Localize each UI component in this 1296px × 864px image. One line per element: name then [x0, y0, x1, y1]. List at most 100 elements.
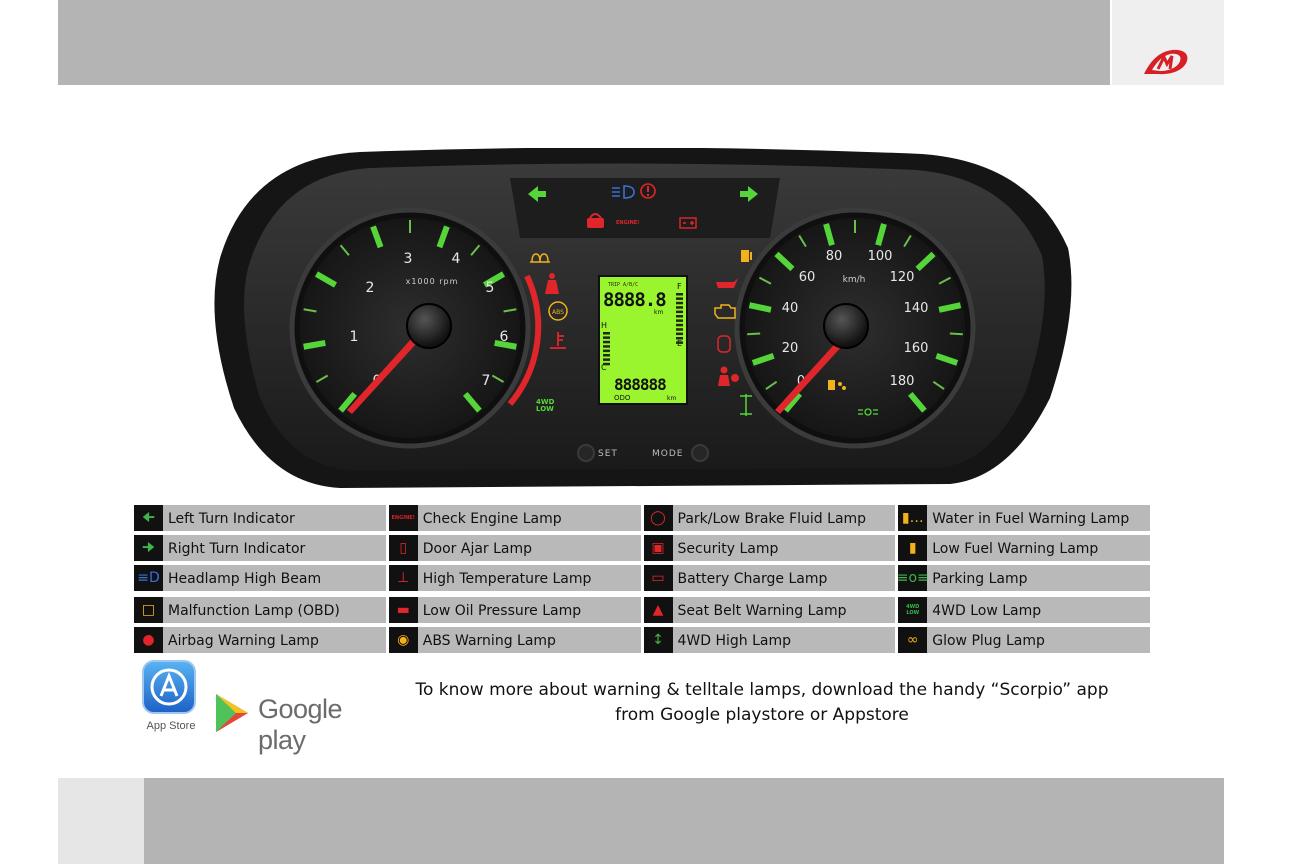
- tach-tick: [303, 339, 326, 350]
- speed-number-120: 120: [890, 270, 915, 285]
- speed-hub: [823, 303, 869, 349]
- lcd-bar-segment: [676, 315, 683, 318]
- lcd-bar-segment: [603, 354, 610, 357]
- lcd-odo-label: ODO: [614, 394, 631, 402]
- high-beam-icon: ≡D: [134, 565, 163, 591]
- legend-item: ▭Battery Charge Lamp: [643, 565, 896, 591]
- legend-row: 🠈 Left Turn Indicator ENGINE!Check Engine…: [134, 505, 1150, 531]
- speed-tick: [783, 391, 803, 413]
- legend-item: ENGINE!Check Engine Lamp: [388, 505, 641, 531]
- tach-number-7: 7: [482, 373, 491, 389]
- app-store-icon: [142, 660, 196, 714]
- water-in-fuel-telltale-icon: [828, 380, 846, 390]
- lcd-bar-segment: [603, 336, 610, 339]
- lcd-bar-segment: [676, 328, 683, 331]
- lcd-trip-label: TRIP A/B/C: [608, 282, 638, 288]
- oil-pressure-telltale-icon: [716, 278, 738, 288]
- legend-item: ↕4WD High Lamp: [643, 627, 896, 653]
- speed-tick: [765, 380, 778, 390]
- speed-tick: [932, 380, 945, 390]
- legend-row: □Malfunction Lamp (OBD) ▬Low Oil Pressur…: [134, 597, 1150, 623]
- legend-item: 🠈 Left Turn Indicator: [134, 505, 386, 531]
- set-label: SET: [598, 449, 618, 459]
- legend-item: ▲Seat Belt Warning Lamp: [643, 597, 896, 623]
- 4wd-high-icon: ↕: [643, 627, 673, 653]
- brake-telltale-icon: [640, 183, 656, 199]
- mahindra-logo-icon: [1144, 49, 1188, 75]
- set-button[interactable]: [577, 444, 595, 462]
- abs-telltale-icon: ABS: [548, 301, 568, 321]
- lcd-odo-unit: km: [667, 395, 676, 402]
- lcd-bar-segment: [676, 332, 683, 336]
- speed-tick: [949, 332, 963, 336]
- lcd-temp-bars: [603, 332, 610, 366]
- tach-needle: [347, 338, 416, 414]
- telltale-legend: 🠈 Left Turn Indicator ENGINE!Check Engine…: [134, 505, 1150, 657]
- speed-tick: [751, 353, 775, 366]
- google-play-icon: [216, 694, 248, 732]
- speed-number-140: 140: [904, 301, 929, 316]
- legend-item: ●Airbag Warning Lamp: [134, 627, 386, 653]
- legend-row: 🠊Right Turn Indicator ▯Door Ajar Lamp ▣S…: [134, 535, 1150, 561]
- instrument-cluster: 0 1 2 3 4 5 6 7 x1000 rpm 0 20 40 60 80 …: [214, 148, 1072, 488]
- door-ajar-icon: ▯: [388, 535, 418, 561]
- glow-plug-icon: ∞: [898, 627, 928, 653]
- tach-tick: [491, 374, 505, 383]
- speed-number-80: 80: [826, 249, 843, 264]
- water-fuel-icon: ▮…: [898, 505, 928, 531]
- legend-label: Water in Fuel Warning Lamp: [932, 511, 1130, 527]
- tach-tick: [339, 244, 350, 256]
- legend-label: Low Fuel Warning Lamp: [932, 541, 1099, 557]
- speed-tick: [748, 302, 772, 313]
- legend-label: Check Engine Lamp: [422, 511, 562, 527]
- tach-number-3: 3: [404, 251, 413, 267]
- info-text-line1: To know more about warning & telltale la…: [415, 680, 1109, 700]
- speed-tick: [935, 353, 959, 366]
- tach-tick: [470, 244, 481, 256]
- tach-tick: [314, 271, 338, 288]
- tach-number-4: 4: [452, 251, 461, 267]
- logo-box: [1112, 0, 1224, 85]
- google-play-label: Google play: [258, 694, 343, 755]
- legend-label: Left Turn Indicator: [168, 511, 295, 527]
- tach-hub: [406, 303, 452, 349]
- speed-tick: [774, 251, 795, 272]
- speed-number-40: 40: [782, 301, 799, 316]
- app-store-badge[interactable]: App Store: [142, 660, 200, 740]
- airbag-icon: ●: [134, 627, 163, 653]
- temperature-icon: ⊥: [388, 565, 418, 591]
- speed-needle: [775, 338, 844, 414]
- legend-label: 4WD Low Lamp: [932, 603, 1042, 619]
- fuel-pump-icon: ▮: [898, 535, 928, 561]
- legend-label: Low Oil Pressure Lamp: [422, 603, 582, 619]
- mode-button[interactable]: [691, 444, 709, 462]
- tach-ticks: [303, 220, 517, 413]
- footer-band: [144, 778, 1224, 864]
- airbag-telltale-icon: [718, 366, 739, 386]
- engine-outline-icon: □: [134, 597, 163, 623]
- brake-icon: ◯: [643, 505, 673, 531]
- battery-icon: ▭: [643, 565, 673, 591]
- parking-lamp-icon: ≡o≡: [897, 565, 929, 591]
- speed-tick: [758, 276, 772, 285]
- legend-item: ▯Door Ajar Lamp: [388, 535, 641, 561]
- tach-tick: [315, 374, 329, 383]
- legend-label: Seat Belt Warning Lamp: [677, 603, 847, 619]
- left-arrow-icon: 🠈: [134, 505, 163, 531]
- parking-lamp-telltale-icon: [858, 408, 878, 416]
- google-play-badge[interactable]: Google play: [214, 690, 386, 755]
- speed-number-160: 160: [904, 341, 929, 356]
- lcd-bar-segment: [676, 323, 683, 327]
- tach-number-5: 5: [486, 280, 495, 296]
- svg-text:ABS: ABS: [552, 309, 564, 316]
- tach-tick: [370, 225, 384, 249]
- legend-item: ≡o≡Parking Lamp: [897, 565, 1150, 591]
- legend-label: Right Turn Indicator: [168, 541, 306, 557]
- legend-label: Park/Low Brake Fluid Lamp: [677, 511, 867, 527]
- 4wd-low-line2: LOW: [536, 405, 554, 413]
- speed-unit: km/h: [843, 275, 866, 285]
- door-ajar-telltale-icon: [717, 335, 731, 353]
- lcd-bar-segment: [676, 337, 683, 340]
